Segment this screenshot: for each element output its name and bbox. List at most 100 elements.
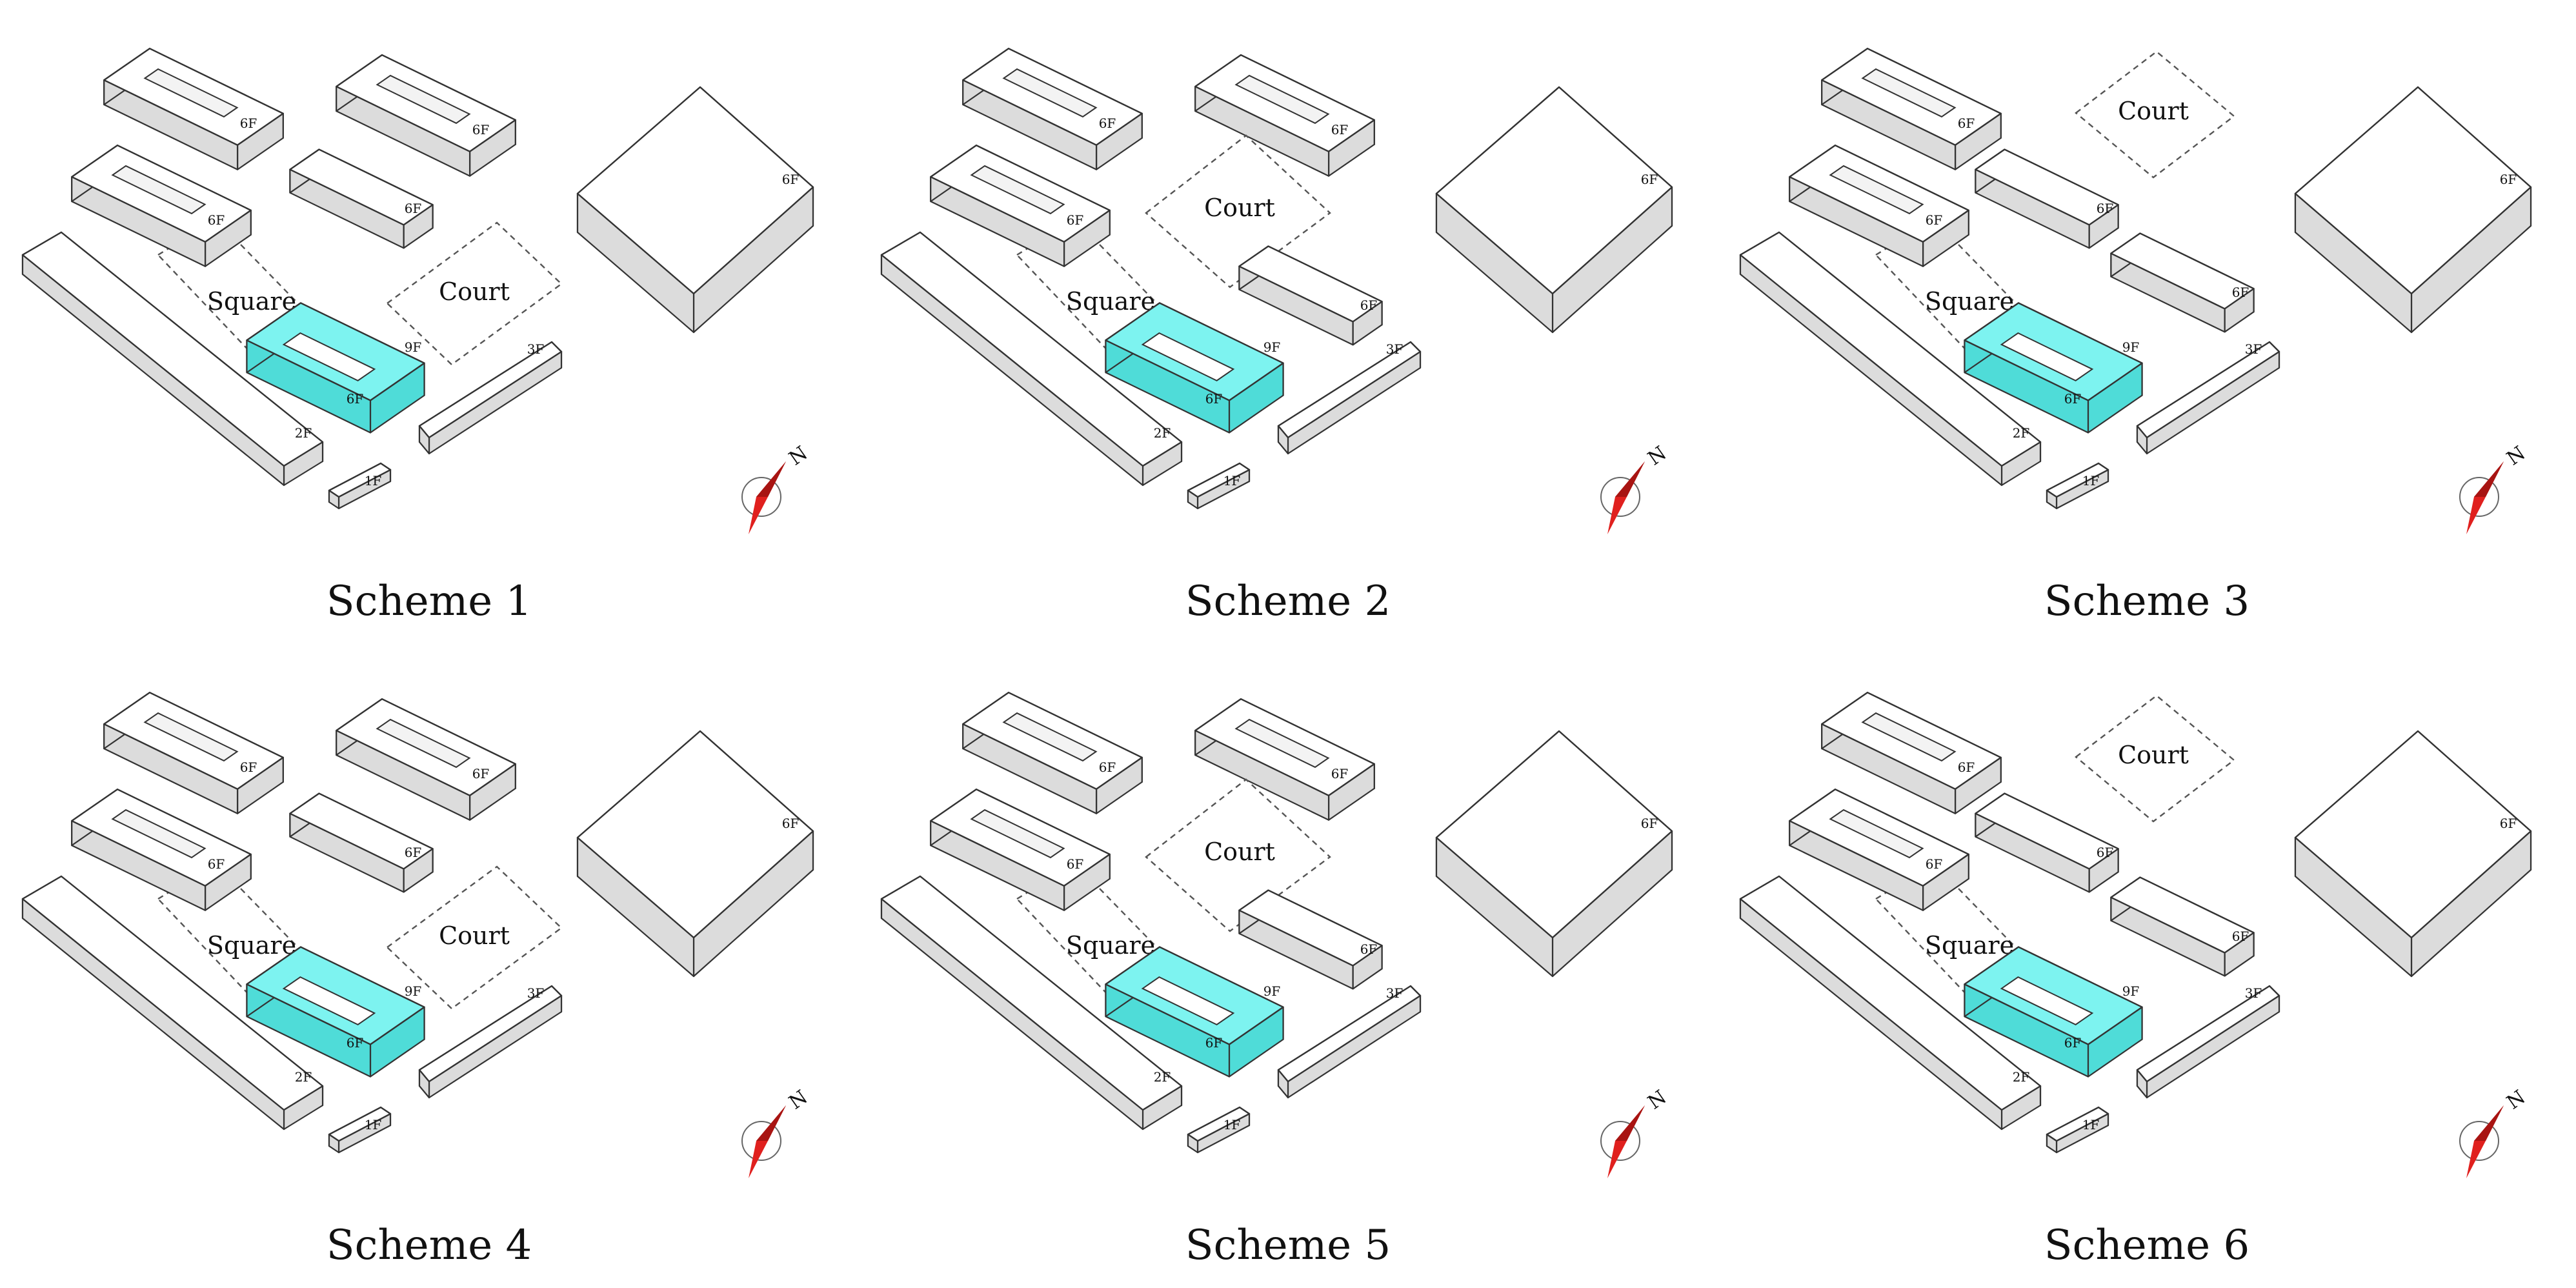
ublock-north [336, 54, 516, 177]
scheme-caption: Scheme 6 [2044, 1222, 2250, 1269]
square-label: Square [207, 931, 296, 960]
long-podium-2f [880, 875, 1183, 1131]
ublock-northwest-floor: 6F [1958, 116, 1975, 131]
ublock-north-floor: 6F [1331, 766, 1349, 781]
large-block-6f [576, 730, 814, 978]
focus-building-floor-low: 6F [1205, 391, 1223, 407]
east-block-a [1238, 889, 1383, 990]
small-building-floor: 1F [2082, 1117, 2100, 1132]
focus-building-floor-low: 6F [347, 391, 364, 407]
court-label: Court [439, 921, 510, 950]
strip-building-floor: 3F [1386, 341, 1404, 357]
ublock-west-floor: 6F [1067, 212, 1084, 228]
scheme-caption: Scheme 5 [1185, 1222, 1391, 1269]
small-building-1f [1187, 462, 1251, 510]
court-label: Court [2118, 97, 2189, 125]
ublock-west-courtyard [970, 809, 1065, 859]
ublock-northwest-courtyard [1002, 68, 1098, 118]
focus-building-courtyard [1141, 332, 1235, 382]
focus-building-floor-tall: 9F [1263, 339, 1281, 355]
ublock-north [336, 698, 516, 821]
east-block-b-floor: 6F [2232, 285, 2249, 300]
north-label: N [1644, 442, 1671, 470]
court-label: Court [1204, 194, 1275, 222]
east-block-b [2110, 876, 2255, 977]
focus-building-floor-low: 6F [1205, 1035, 1223, 1051]
east-block-a-floor: 6F [405, 845, 422, 860]
square-label: Square [1925, 931, 2014, 960]
north-arrow-icon: N [2459, 1086, 2530, 1178]
ublock-north-courtyard [1234, 74, 1330, 125]
east-block-a-floor: 6F [405, 201, 422, 216]
small-building-1f [328, 1106, 392, 1154]
square-label: Square [1925, 287, 2014, 316]
court-label: Court [439, 277, 510, 306]
focus-building-floor-tall: 9F [2122, 339, 2140, 355]
ublock-northwest-floor: 6F [1099, 760, 1116, 775]
ublock-northwest [962, 48, 1143, 170]
ublock-northwest-floor: 6F [240, 760, 257, 775]
large-block-floor: 6F [2500, 816, 2517, 831]
ublock-northwest-courtyard [1861, 68, 1957, 118]
strip-building-floor: 3F [1386, 985, 1404, 1001]
focus-building-courtyard [1141, 976, 1235, 1026]
east-block-b-floor: 6F [2232, 929, 2249, 944]
ublock-northwest-floor: 6F [1958, 760, 1975, 775]
strip-building-floor: 3F [2245, 985, 2262, 1001]
ublock-north-floor: 6F [472, 122, 490, 137]
ublock-northwest-courtyard [1002, 712, 1098, 762]
ublock-northwest-courtyard [143, 712, 239, 762]
small-building-floor: 1F [365, 473, 382, 488]
small-building-1f [2046, 462, 2109, 510]
ublock-northwest-floor: 6F [240, 116, 257, 131]
ublock-north-courtyard [376, 718, 471, 769]
small-building-1f [1187, 1106, 1251, 1154]
north-arrow-icon: N [2459, 442, 2530, 534]
strip-building-3f [1277, 341, 1422, 455]
large-block-floor: 6F [782, 172, 800, 187]
scheme-caption: Scheme 4 [326, 1222, 532, 1269]
north-label: N [785, 442, 812, 470]
focus-building-floor-low: 6F [2064, 391, 2082, 407]
square-label: Square [1066, 931, 1155, 960]
scheme-caption: Scheme 3 [2044, 578, 2250, 625]
ublock-north-floor: 6F [472, 766, 490, 781]
focus-building-floor-tall: 9F [1263, 983, 1281, 999]
north-label: N [2503, 442, 2530, 470]
focus-building-floor-tall: 9F [405, 339, 422, 355]
focus-building-floor-tall: 9F [2122, 983, 2140, 999]
focus-building-floor-tall: 9F [405, 983, 422, 999]
north-label: N [785, 1086, 812, 1114]
north-arrow-icon: N [1600, 442, 1671, 534]
small-building-floor: 1F [1223, 1117, 1241, 1132]
ublock-west-courtyard [1829, 165, 1924, 215]
strip-building-3f [418, 985, 563, 1099]
large-block-6f [576, 86, 814, 334]
focus-building-courtyard [282, 332, 376, 382]
court-label: Court [2118, 741, 2189, 769]
court-zone [1145, 778, 1331, 932]
north-label: N [1644, 1086, 1671, 1114]
ublock-northwest-courtyard [1861, 712, 1957, 762]
long-podium-2f [21, 231, 324, 487]
strip-building-floor: 3F [527, 985, 545, 1001]
focus-building [1105, 302, 1284, 434]
ublock-north-floor: 6F [1331, 122, 1349, 137]
east-block-a [289, 148, 434, 249]
ublock-west-courtyard [111, 165, 206, 215]
focus-building-floor-low: 6F [2064, 1035, 2082, 1051]
east-block-b [2110, 232, 2255, 333]
ublock-northwest-floor: 6F [1099, 116, 1116, 131]
small-building-floor: 1F [2082, 473, 2100, 488]
north-arrow-icon: N [741, 442, 812, 534]
